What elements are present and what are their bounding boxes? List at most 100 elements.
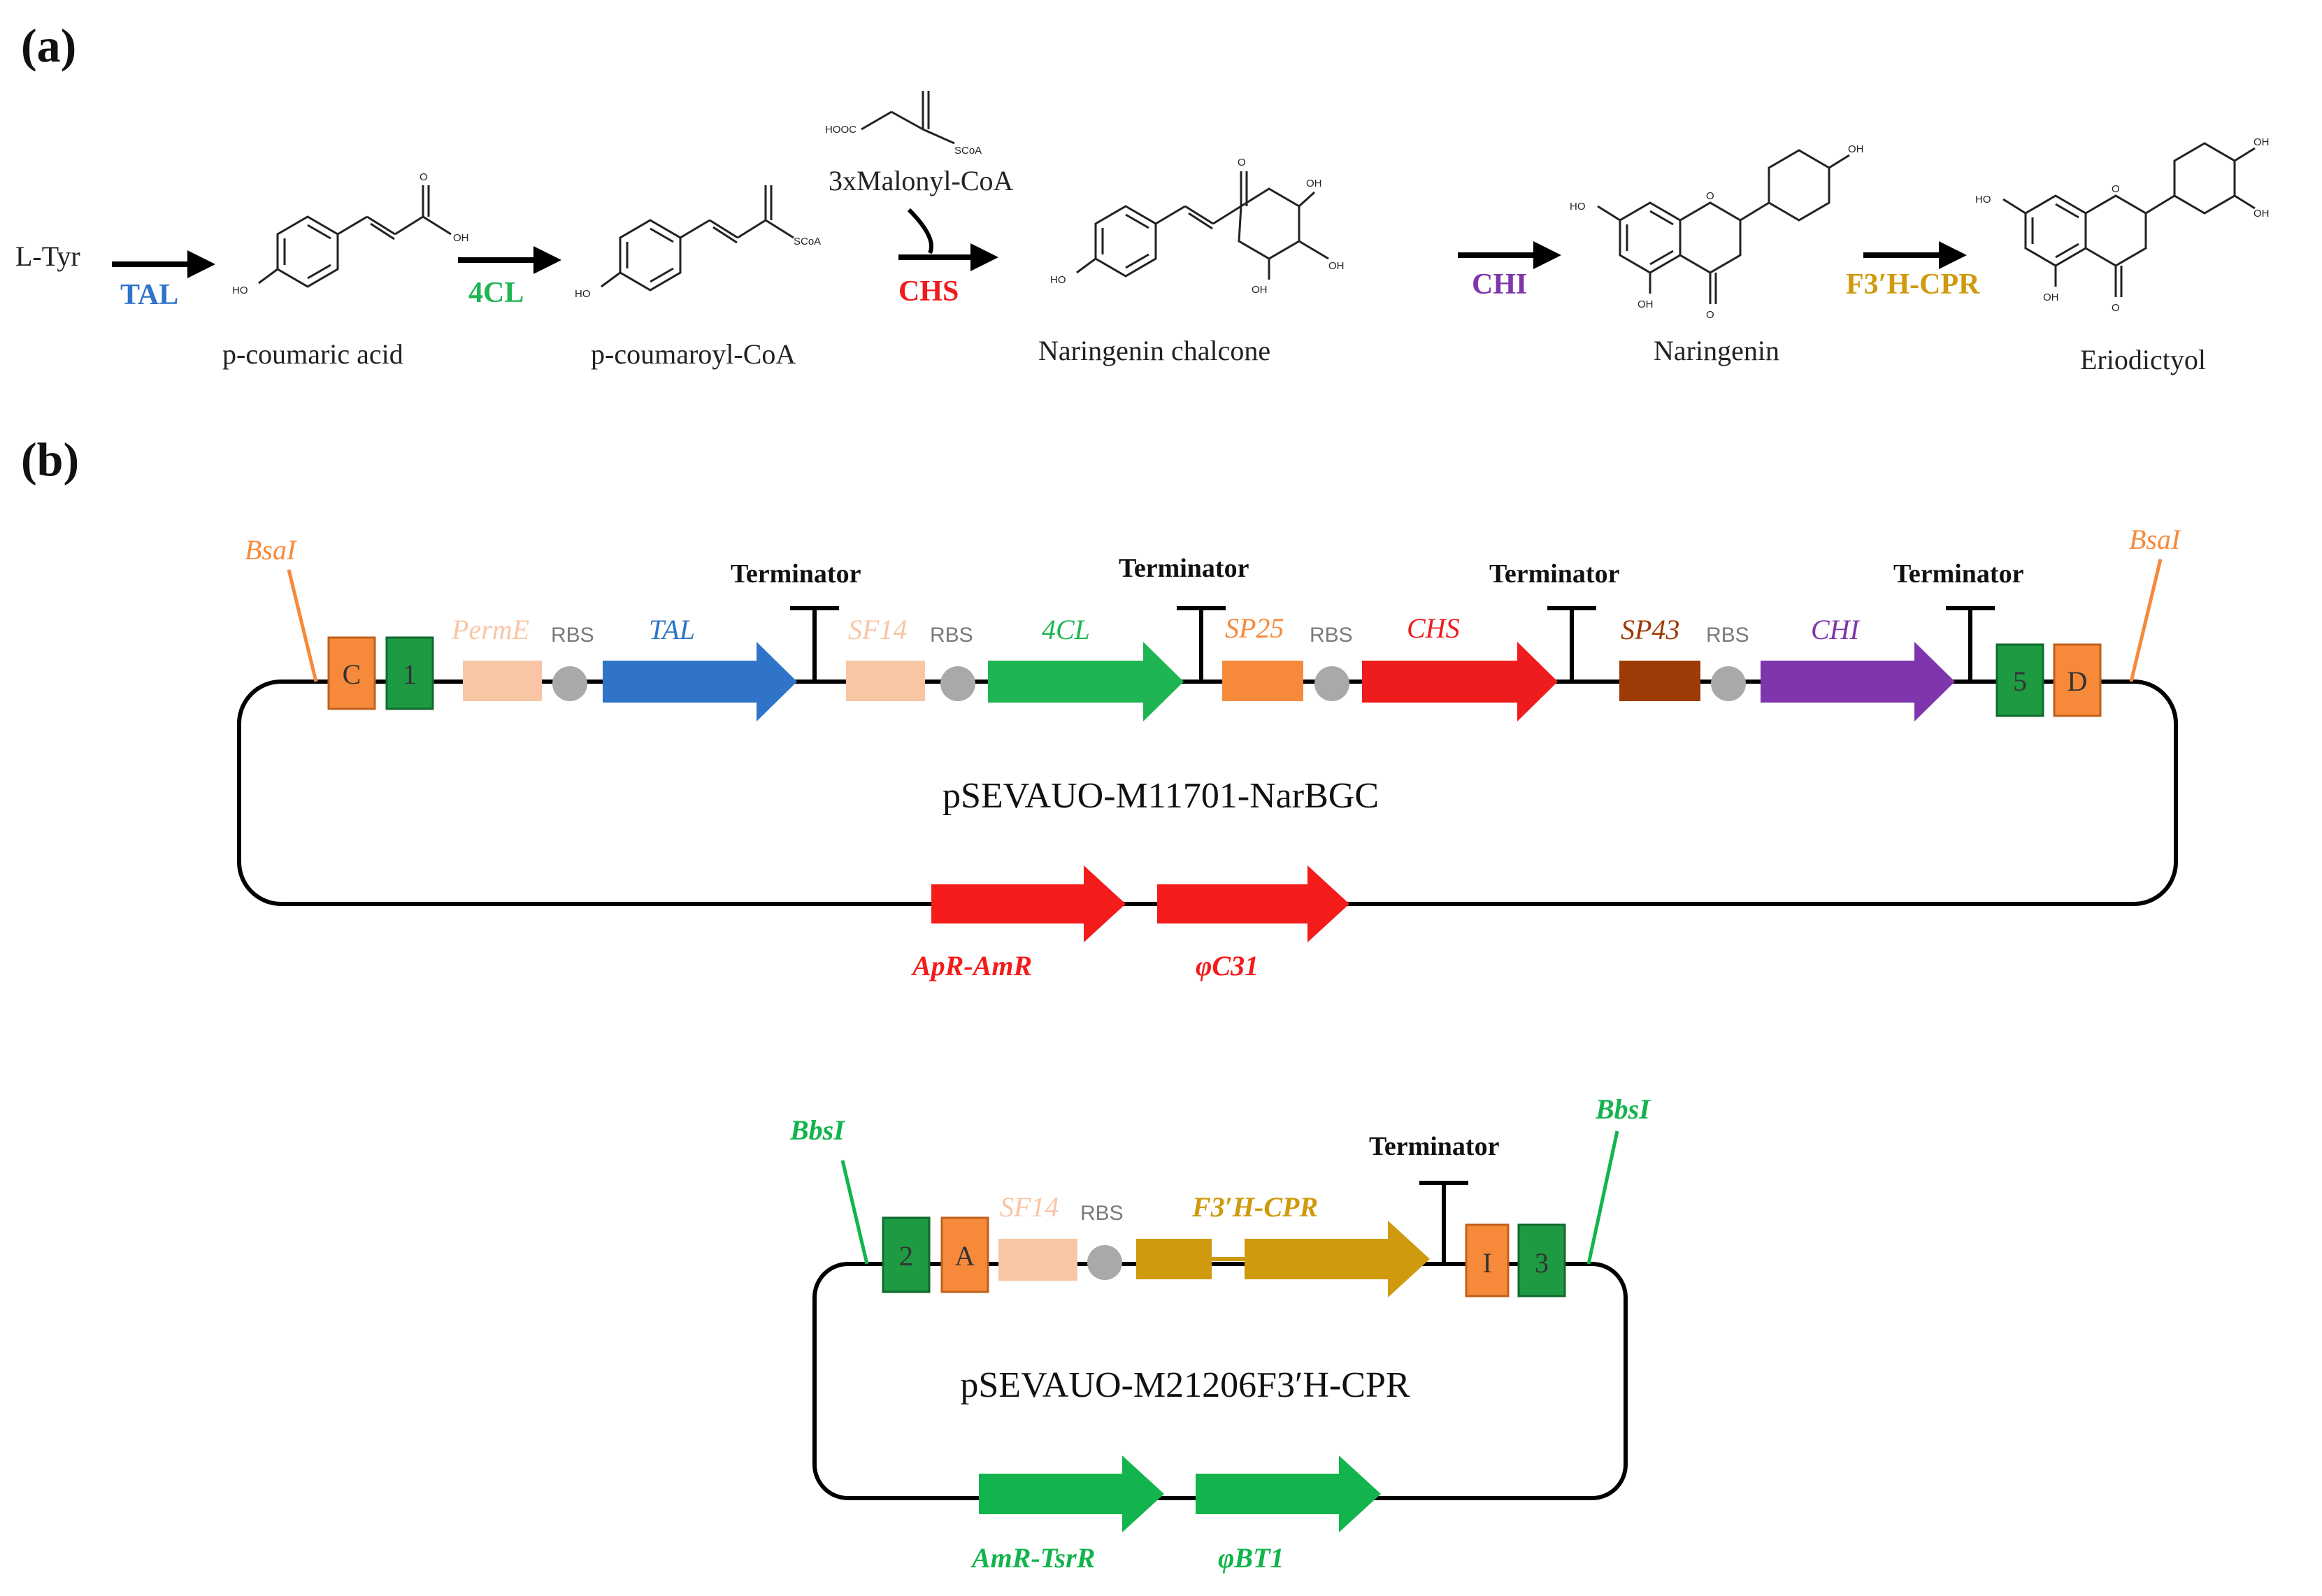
atom-oh: OH — [1637, 299, 1654, 310]
atom-ho: HO — [1050, 274, 1066, 286]
compound-naringenin-chalcone: Naringenin chalcone — [1038, 335, 1270, 366]
part-phibt1-arrow — [1196, 1455, 1381, 1532]
gene-4cl-label: 4CL — [1042, 614, 1090, 645]
promoter-sf14-p2-label: SF14 — [1000, 1191, 1059, 1223]
atom-oh: OH — [1848, 143, 1864, 155]
gene-chi-arrow — [1761, 642, 1955, 721]
part-box-d-label: D — [2067, 666, 2088, 697]
atom-o: O — [1238, 157, 1246, 168]
atom-oh: OH — [2043, 292, 2059, 303]
rbs-1 — [552, 666, 587, 701]
atom-ho: HO — [1570, 201, 1586, 213]
plasmid-2-name: pSEVAUO-M21206F3′H-CPR — [960, 1365, 1410, 1405]
compound-naringenin: Naringenin — [1654, 335, 1779, 366]
part-box-3-label: 3 — [1535, 1247, 1549, 1279]
atom-o: O — [1706, 190, 1714, 202]
gene-chs-arrow — [1362, 642, 1558, 721]
atom-oh: OH — [1306, 178, 1322, 189]
gene-f3h-cpr-part-a — [1136, 1239, 1212, 1279]
part-box-5-label: 5 — [2013, 666, 2027, 697]
gene-tal-arrow — [603, 642, 797, 721]
part-apr-amr-label: ApR-AmR — [910, 950, 1032, 982]
promoter-sf14-label: SF14 — [848, 614, 907, 645]
part-box-1-label: 1 — [403, 659, 417, 690]
terminator-p2-label: Terminator — [1369, 1132, 1500, 1161]
part-box-i — [1465, 1223, 1510, 1297]
structure-eriodictyol: HO OH O O OH OH — [1975, 136, 2270, 314]
panel-a-label: (a) — [21, 19, 76, 72]
part-phic31-label: φC31 — [1196, 950, 1259, 982]
part-amr-tsrr-label: AmR-TsrR — [970, 1542, 1095, 1574]
atom-o: O — [1706, 309, 1714, 321]
part-box-i-label: I — [1482, 1247, 1491, 1279]
reaction-arrow-chs — [898, 208, 998, 271]
rbs-4 — [1711, 666, 1746, 701]
structure-naringenin-chalcone: HO O OH OH OH — [1050, 157, 1345, 296]
compound-p-coumaric-acid: p-coumaric acid — [222, 338, 403, 370]
atom-o: O — [2112, 183, 2120, 195]
structure-naringenin: HO OH O O OH — [1570, 143, 1864, 321]
plasmid-1-name: pSEVAUO-M11701-NarBGC — [943, 776, 1379, 816]
atom-oh: OH — [453, 232, 469, 244]
compound-eriodictyol: Eriodictyol — [2080, 344, 2206, 375]
bbsi-site-right: BbsI — [1595, 1093, 1651, 1125]
part-box-c — [327, 636, 376, 710]
rbs-4-label: RBS — [1706, 624, 1749, 647]
part-box-3 — [1517, 1223, 1566, 1297]
rbs-2-label: RBS — [930, 624, 973, 647]
rbs-p2-label: RBS — [1080, 1202, 1124, 1225]
part-box-1 — [385, 636, 434, 710]
atom-ho: HO — [232, 285, 248, 296]
atom-oh: OH — [1252, 284, 1268, 296]
bsai-site-right: BsaI — [2129, 524, 2181, 555]
terminator-4 — [1946, 606, 1995, 682]
atom-o: O — [2112, 302, 2120, 314]
part-box-2 — [882, 1216, 931, 1293]
rbs-2 — [940, 666, 975, 701]
atom-scoa: SCoA — [794, 236, 821, 247]
rbs-1-label: RBS — [551, 624, 594, 647]
gene-chs-label: CHS — [1407, 612, 1460, 644]
part-box-2-label: 2 — [899, 1240, 913, 1272]
rbs-3-label: RBS — [1310, 624, 1353, 647]
gene-f3h-cpr-arrow — [1245, 1221, 1430, 1297]
promoter-sf14 — [846, 661, 925, 701]
bsai-site-left: BsaI — [245, 534, 297, 566]
promoter-sp25-label: SP25 — [1225, 612, 1284, 644]
terminator-3-label: Terminator — [1489, 559, 1620, 589]
gene-chi-label: CHI — [1811, 614, 1861, 645]
terminator-1 — [790, 606, 839, 682]
gene-f3h-cpr-label: F3′H-CPR — [1191, 1191, 1318, 1223]
part-amr-tsrr-arrow — [979, 1455, 1164, 1532]
terminator-1-label: Terminator — [731, 559, 861, 589]
structure-p-coumaric-acid: HO O OH — [232, 171, 469, 296]
rbs-3 — [1314, 666, 1349, 701]
gene-tal-label: TAL — [649, 614, 695, 645]
part-box-a-label: A — [955, 1240, 975, 1272]
bsai-site-right-line — [2129, 559, 2163, 682]
enzyme-tal: TAL — [120, 279, 178, 311]
atom-oh: OH — [2253, 136, 2270, 148]
part-phic31-arrow — [1157, 865, 1349, 942]
enzyme-chs: CHS — [898, 275, 959, 308]
promoter-sf14-p2 — [998, 1239, 1077, 1281]
plasmid-1: BsaI BsaI C 1 5 D PermE RBS TAL Terminat… — [237, 524, 2181, 982]
bbsi-site-left-line — [840, 1160, 869, 1265]
terminator-p2 — [1419, 1181, 1468, 1264]
structure-p-coumaroyl-coa: HO SCoA — [575, 185, 821, 300]
promoter-sp25 — [1222, 661, 1303, 701]
part-apr-amr-arrow — [931, 865, 1126, 942]
atom-oh: OH — [1328, 260, 1345, 272]
panel-b-label: (b) — [21, 433, 79, 486]
rbs-p2 — [1087, 1245, 1122, 1280]
part-box-d — [2053, 643, 2102, 717]
enzyme-f3h-cpr: F3′H-CPR — [1846, 268, 1980, 301]
bbsi-site-left: BbsI — [789, 1114, 845, 1146]
bbsi-site-right-line — [1586, 1130, 1619, 1265]
compound-p-coumaroyl-coa: p-coumaroyl-CoA — [591, 338, 796, 370]
promoter-perme-label: PermE — [451, 614, 529, 645]
part-box-a — [940, 1216, 989, 1293]
part-box-c-label: C — [343, 659, 361, 690]
promoter-perme — [463, 661, 542, 701]
